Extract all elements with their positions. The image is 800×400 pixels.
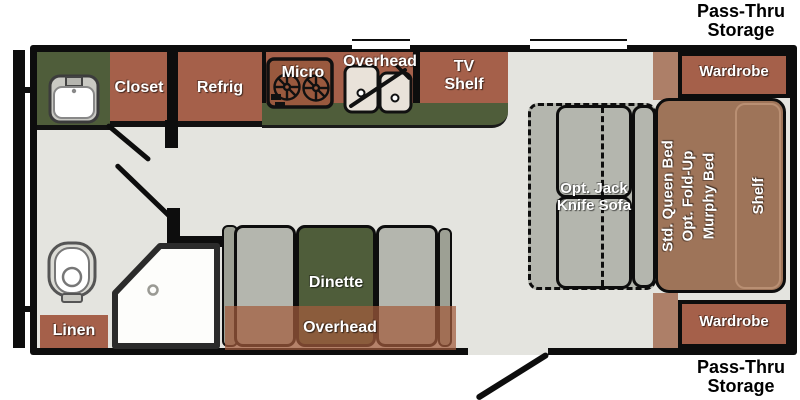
dinette-overhead-cabinet (225, 306, 456, 350)
bed-side-strip (653, 293, 678, 348)
sofa-cushion (556, 105, 632, 198)
bed-shelf-panel (735, 103, 781, 289)
refrigerator-cabinet (178, 52, 262, 127)
window (352, 39, 410, 49)
bath-sink-icon (48, 74, 100, 124)
interior-wall (167, 208, 180, 242)
pass-thru-storage-label-top: Pass-Thru Storage (696, 1, 786, 41)
interior-wall (413, 52, 420, 103)
cooktop-icon (266, 57, 334, 109)
sofa-backrest (632, 105, 656, 288)
interior-wall (167, 236, 225, 247)
entry-door-swing-line (475, 351, 550, 400)
pass-thru-storage-label-bottom: Pass-Thru Storage (696, 357, 786, 397)
sofa-fold-line (601, 107, 604, 286)
front-cap-tick (23, 87, 32, 93)
bed-side-strip (653, 52, 678, 100)
shower-icon (112, 243, 220, 349)
entry-door-opening (468, 348, 548, 355)
tv-shelf-cabinet (420, 52, 508, 103)
interior-wall (167, 52, 178, 127)
closet-cabinet (110, 52, 167, 127)
wardrobe-cabinet-top (678, 52, 790, 98)
toilet-icon (47, 241, 97, 303)
front-cap-wall (13, 50, 25, 348)
front-cap-tick (23, 306, 32, 312)
wardrobe-cabinet-bottom (678, 300, 790, 348)
window (530, 39, 627, 49)
murphy-bed-platform (655, 98, 786, 293)
sofa-cushion (556, 196, 632, 289)
interior-wall (165, 120, 178, 148)
linen-cabinet (40, 315, 108, 348)
kitchen-sink-icon (343, 64, 413, 114)
